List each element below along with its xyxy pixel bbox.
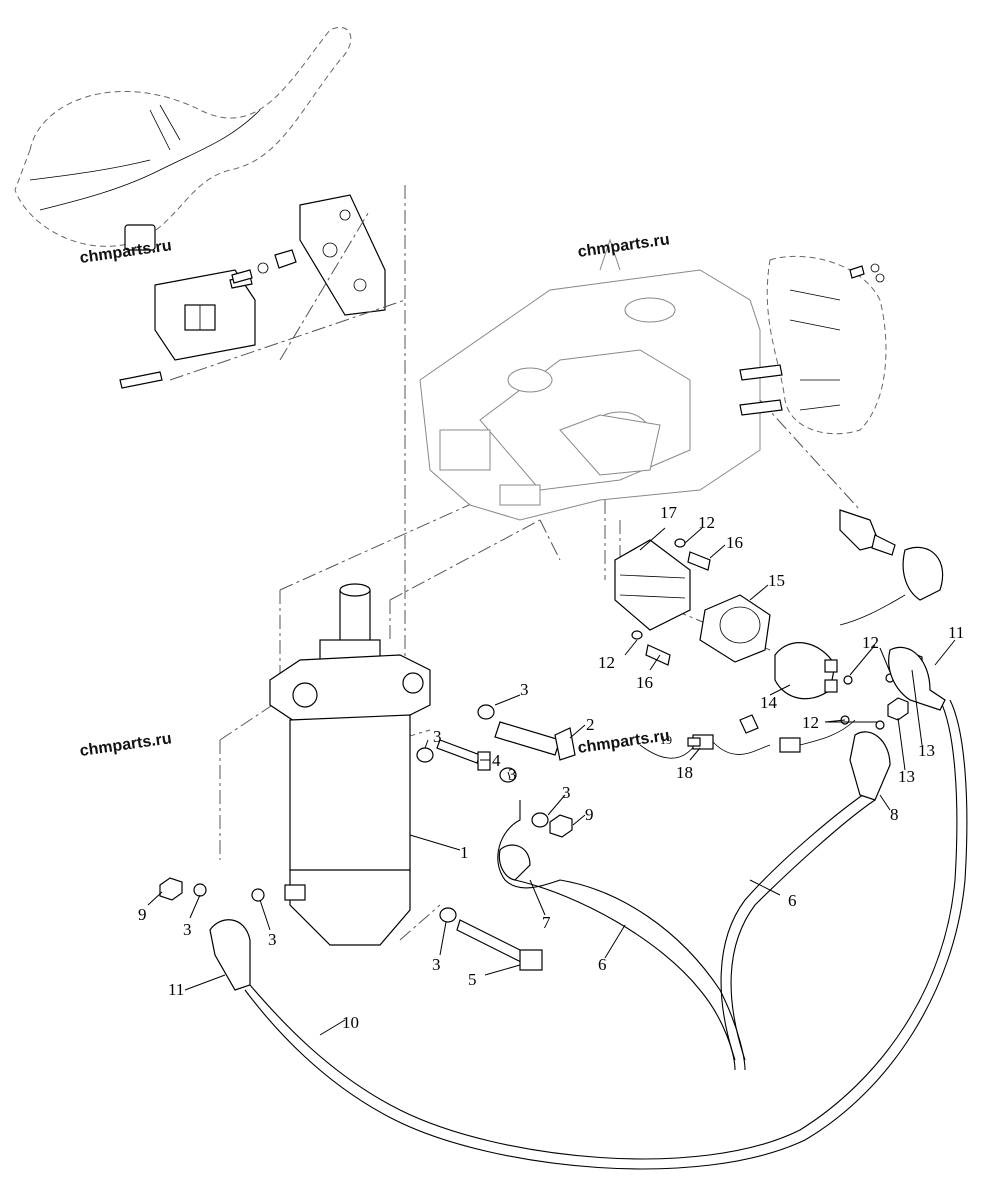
callout-14: 14	[760, 693, 778, 712]
callout-12: 12	[802, 713, 819, 732]
wiring-harness-ghost	[14, 26, 352, 251]
callout-19: 19	[660, 733, 672, 747]
callout-9: 9	[138, 905, 147, 924]
callout-7: 7	[542, 913, 551, 932]
callout-12: 12	[598, 653, 615, 672]
callout-17: 17	[660, 503, 678, 522]
callout-3: 3	[433, 727, 442, 746]
callout-6: 6	[788, 891, 797, 910]
ignition-coil-ghost	[739, 255, 887, 435]
engine-block-ghost	[419, 238, 761, 521]
control-module	[119, 269, 256, 389]
solenoid-bracket	[614, 539, 691, 631]
callout-1: 1	[460, 843, 469, 862]
callout-12: 12	[862, 633, 879, 652]
callout-2: 2	[586, 715, 595, 734]
hardware-bolts	[436, 551, 711, 971]
callout-18: 18	[676, 763, 693, 782]
callout-3: 3	[432, 955, 441, 974]
callout-13: 13	[918, 741, 935, 760]
callout-6: 6	[598, 955, 607, 974]
callout-3: 3	[183, 920, 192, 939]
leader-lines	[147, 527, 956, 1036]
callout-16: 16	[636, 673, 653, 692]
callout-8: 8	[890, 805, 899, 824]
starter-solenoid	[774, 642, 838, 700]
small-bolt-set	[231, 249, 297, 284]
callout-labels: 17 12 16 15 12 16 14 12 12 13 13 11 8 6 …	[138, 503, 964, 1032]
callout-4: 4	[492, 751, 501, 770]
callout-13: 13	[898, 767, 915, 786]
callout-11: 11	[168, 980, 184, 999]
construction-lines	[169, 185, 861, 941]
callout-3: 3	[520, 680, 529, 699]
callout-16: 16	[726, 533, 743, 552]
temperature-sensor	[839, 509, 944, 626]
callout-12: 12	[698, 513, 715, 532]
callout-3: 3	[508, 765, 517, 784]
hardware-washers	[193, 538, 895, 923]
mounting-bracket-plate	[299, 194, 386, 316]
callout-9: 9	[585, 805, 594, 824]
battery-cables	[209, 646, 968, 1170]
callout-11: 11	[948, 623, 964, 642]
callout-5: 5	[468, 970, 477, 989]
fuse-holder	[639, 714, 856, 759]
callout-3: 3	[268, 930, 277, 949]
callout-10: 10	[342, 1013, 359, 1032]
callout-15: 15	[768, 571, 785, 590]
callout-3: 3	[562, 783, 571, 802]
starter-motor	[269, 583, 431, 946]
solenoid-boot	[699, 594, 771, 663]
